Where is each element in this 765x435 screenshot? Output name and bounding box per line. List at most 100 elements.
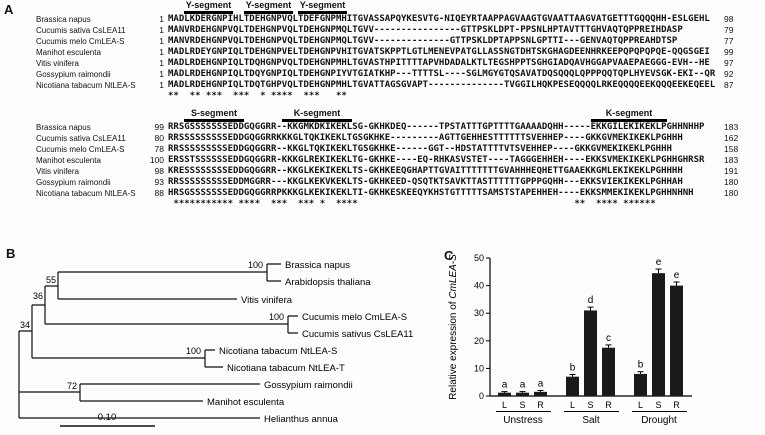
start-position: 100 — [149, 155, 164, 165]
spacer — [144, 199, 164, 210]
start-position: 1 — [159, 14, 164, 24]
spacer — [0, 91, 144, 102]
species-name: Gossypium raimondii — [36, 70, 111, 79]
bootstrap-value: 55 — [46, 275, 56, 285]
end-position: 180 — [724, 177, 739, 187]
species-name: Vitis vinifera — [36, 167, 79, 176]
tissue-label: L — [502, 400, 507, 410]
sequence-text: ERSSTSSSSSSEDDGQGGRR-KKKGLREKIKEKLTG-GKH… — [168, 155, 705, 165]
spacer — [0, 199, 144, 210]
s-segment-annotation: S-segment — [184, 108, 244, 122]
y-tick-label: 20 — [474, 336, 484, 346]
start-position: 1 — [159, 80, 164, 90]
species-name: Nicotiana tabacum NtLEA-S — [36, 189, 136, 198]
segment-underline — [591, 119, 667, 122]
bootstrap-value: 100 — [248, 260, 263, 270]
bar — [566, 376, 579, 396]
y-tick-label: 30 — [474, 308, 484, 318]
significance-letter: e — [674, 270, 680, 281]
sequence-text: MADLRDEHGNPIQLTDQYGNPIQLTDEHGNPIYVTGIATK… — [168, 69, 716, 79]
bar — [498, 392, 511, 396]
segment-underline — [298, 11, 347, 14]
chart-plot-area: 01020304050aLaSaRUnstressbLdScRSaltbLeSe… — [474, 253, 692, 426]
species-name: Vitis vinifera — [36, 59, 79, 68]
tissue-label: R — [673, 400, 680, 410]
end-position: 92 — [724, 69, 734, 79]
end-position: 158 — [724, 144, 739, 154]
bootstrap-value: 100 — [269, 312, 284, 322]
end-position: 79 — [724, 25, 734, 35]
bar — [516, 392, 529, 396]
significance-letter: b — [638, 360, 644, 371]
sequence-text: HRSGSSSSSSSEDDGQGGRRPKKKGLKEKIKEKLTI-GKH… — [168, 188, 694, 198]
tissue-label: L — [570, 400, 575, 410]
species-name: Cucumis sativa CsLEA11 — [36, 134, 126, 143]
tree-leaf: Helianthus annua — [264, 414, 339, 425]
k-segment-annotation: K-segment — [591, 108, 667, 122]
sequence-text: MANVRDEHGNPVQLTDEHGNPVQLTDEHGNPMQLTGVV--… — [168, 25, 683, 35]
end-position: 97 — [724, 58, 734, 68]
panel-a-label: A — [4, 2, 14, 17]
y-tick-label: 50 — [474, 253, 484, 263]
segment-label: Y-segment — [185, 0, 232, 10]
start-position: 98 — [154, 166, 164, 176]
sequence-text: MADLRDEYGNPIQLTDEHGNPVELTDEHGNPVHITGVATS… — [168, 47, 710, 57]
tree-leaf: Gossypium raimondii — [264, 380, 353, 391]
start-position: 1 — [159, 47, 164, 57]
tree-leaf: Cucumis melo CmLEA-S — [302, 312, 407, 323]
conservation-row: ** ** *** *** * **** *** ** — [0, 91, 765, 102]
end-position: 183 — [724, 155, 739, 165]
start-position: 88 — [154, 188, 164, 198]
scale-bar-label: 0.10 — [98, 412, 117, 423]
bar — [670, 285, 683, 396]
significance-letter: a — [520, 380, 526, 391]
start-position: 1 — [159, 69, 164, 79]
bar — [534, 391, 547, 396]
start-position: 1 — [159, 36, 164, 46]
segment-header-block1: Y-segment Y-segment Y-segment — [0, 0, 765, 14]
sequence-text: RRSSSSSSSSSEDDGQGGRRKKKGLTQKIKEKLTGSGKHK… — [168, 133, 683, 143]
spacer — [144, 91, 164, 102]
alignment-row: Vitis vinifera 98 KRESSSSSSSSEDDGQGGRR--KK… — [0, 166, 765, 177]
alignment-row: Gossypium raimondii 1 MADLRDEHGNPIQLTDQYGN… — [0, 69, 765, 80]
species-name: Brassica napus — [36, 15, 91, 24]
conservation-asterisks: ** ** *** *** * **** *** ** — [168, 91, 347, 101]
tree-leaf: Cucumis sativus CsLEA11 — [302, 329, 413, 340]
start-position: 99 — [154, 122, 164, 132]
sequence-text: KRESSSSSSSSEDDGQGGRR--KKGLKEKIKEKLTS-GKH… — [168, 166, 683, 176]
conservation-asterisks: *********** **** *** *** * **** ** **** … — [168, 199, 656, 209]
segment-underline — [184, 11, 233, 14]
end-position: 183 — [724, 122, 739, 132]
bootstrap-value: 34 — [20, 320, 30, 330]
segment-underline — [282, 119, 352, 122]
species-name: Manihot esculenta — [36, 156, 101, 165]
segment-label: Y-segment — [299, 0, 346, 10]
significance-letter: e — [656, 257, 662, 268]
segment-underline — [244, 11, 293, 14]
end-position: 162 — [724, 133, 739, 143]
segment-underline — [184, 119, 244, 122]
species-name: Cucumis melo CmLEA-S — [36, 145, 125, 154]
significance-letter: a — [538, 378, 544, 389]
bar — [634, 373, 647, 396]
alignment-row: Nicotiana tabacum NtLEA-S 88 HRSGSSSSSSSED… — [0, 188, 765, 199]
y-axis-title: Relative expression of CmLEA-S — [448, 254, 459, 400]
end-position: 99 — [724, 47, 734, 57]
species-name: Cucumis melo CmLEA-S — [36, 37, 125, 46]
species-name: Brassica napus — [36, 123, 91, 132]
tree-leaf: Nicotiana tabacum NtLEA-T — [227, 363, 345, 374]
alignment-panel: Y-segment Y-segment Y-segment Brassica n… — [0, 0, 765, 210]
y-segment-annotation: Y-segment — [244, 0, 293, 14]
significance-letter: d — [588, 295, 594, 306]
tissue-label: L — [638, 400, 643, 410]
